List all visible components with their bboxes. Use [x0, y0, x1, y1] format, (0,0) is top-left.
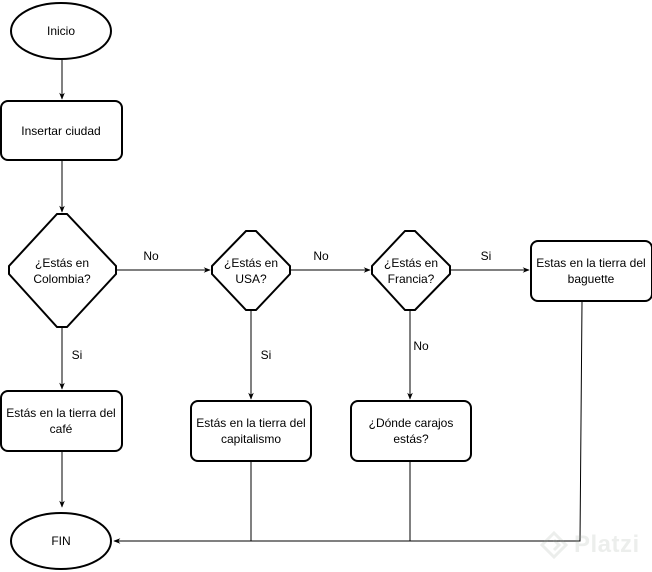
- node-inicio-shape: [10, 2, 112, 60]
- node-colombia-line-2: Colombia?: [33, 272, 91, 286]
- node-fin-label: FIN: [51, 534, 70, 548]
- node-insertar-ciudad-shape: [0, 100, 123, 161]
- node-inicio-label: Inicio: [47, 24, 75, 38]
- node-fin-shape: [10, 512, 112, 570]
- node-insertar-ciudad-label: Insertar ciudad: [21, 124, 100, 138]
- node-baguette[interactable]: Estas en la tierra del baguette: [530, 240, 652, 302]
- node-capitalismo-line-2: capitalismo: [221, 432, 281, 446]
- node-donde[interactable]: ¿Dónde carajos estás?: [350, 400, 472, 462]
- edge-baguette-fin: [113, 301, 583, 544]
- edge-label-usa-si: Si: [261, 348, 272, 362]
- node-insertar-ciudad[interactable]: Insertar ciudad: [0, 100, 123, 161]
- node-donde-line-1: ¿Dónde carajos: [369, 416, 454, 430]
- node-cafe[interactable]: Estás en la tierra del café: [0, 390, 123, 452]
- node-baguette-shape: [530, 240, 652, 302]
- node-usa-line-2: USA?: [235, 272, 267, 286]
- node-usa-shape: [211, 230, 291, 311]
- node-francia-line-2: Francia?: [388, 272, 435, 286]
- node-inicio[interactable]: Inicio: [10, 2, 112, 60]
- node-capitalismo-line-1: Estás en la tierra del: [196, 416, 305, 430]
- edge-labels: No No Si Si Si No: [72, 249, 492, 362]
- node-baguette-line-2: baguette: [568, 272, 615, 286]
- node-colombia-shape: [8, 213, 117, 328]
- edge-label-colombia-si: Si: [72, 348, 83, 362]
- edge-label-francia-si: Si: [481, 249, 492, 263]
- edges: [59, 60, 583, 544]
- node-usa-decision[interactable]: ¿Estás en USA?: [211, 230, 291, 311]
- node-donde-line-2: estás?: [393, 432, 429, 446]
- node-cafe-shape: [0, 390, 123, 452]
- node-cafe-line-1: Estás en la tierra del: [6, 406, 115, 420]
- node-baguette-line-1: Estas en la tierra del: [536, 256, 645, 270]
- node-francia-decision[interactable]: ¿Estás en Francia?: [371, 230, 451, 311]
- node-capitalismo-shape: [190, 400, 312, 462]
- node-donde-shape: [350, 400, 472, 462]
- edge-label-usa-no: No: [313, 249, 329, 263]
- node-cafe-line-2: café: [50, 422, 73, 436]
- edge-label-francia-no: No: [413, 339, 429, 353]
- node-colombia-decision[interactable]: ¿Estás en Colombia?: [8, 213, 117, 328]
- node-fin[interactable]: FIN: [10, 512, 112, 570]
- node-francia-shape: [371, 230, 451, 311]
- node-francia-line-1: ¿Estás en: [384, 256, 438, 270]
- edge-label-colombia-no: No: [143, 249, 159, 263]
- platzi-logo-icon: [540, 531, 568, 559]
- node-usa-line-1: ¿Estás en: [224, 256, 278, 270]
- node-colombia-line-1: ¿Estás en: [35, 256, 89, 270]
- platzi-wordmark: Platzi: [574, 531, 640, 558]
- node-capitalismo[interactable]: Estás en la tierra del capitalismo: [190, 400, 312, 462]
- platzi-watermark: Platzi: [540, 528, 640, 562]
